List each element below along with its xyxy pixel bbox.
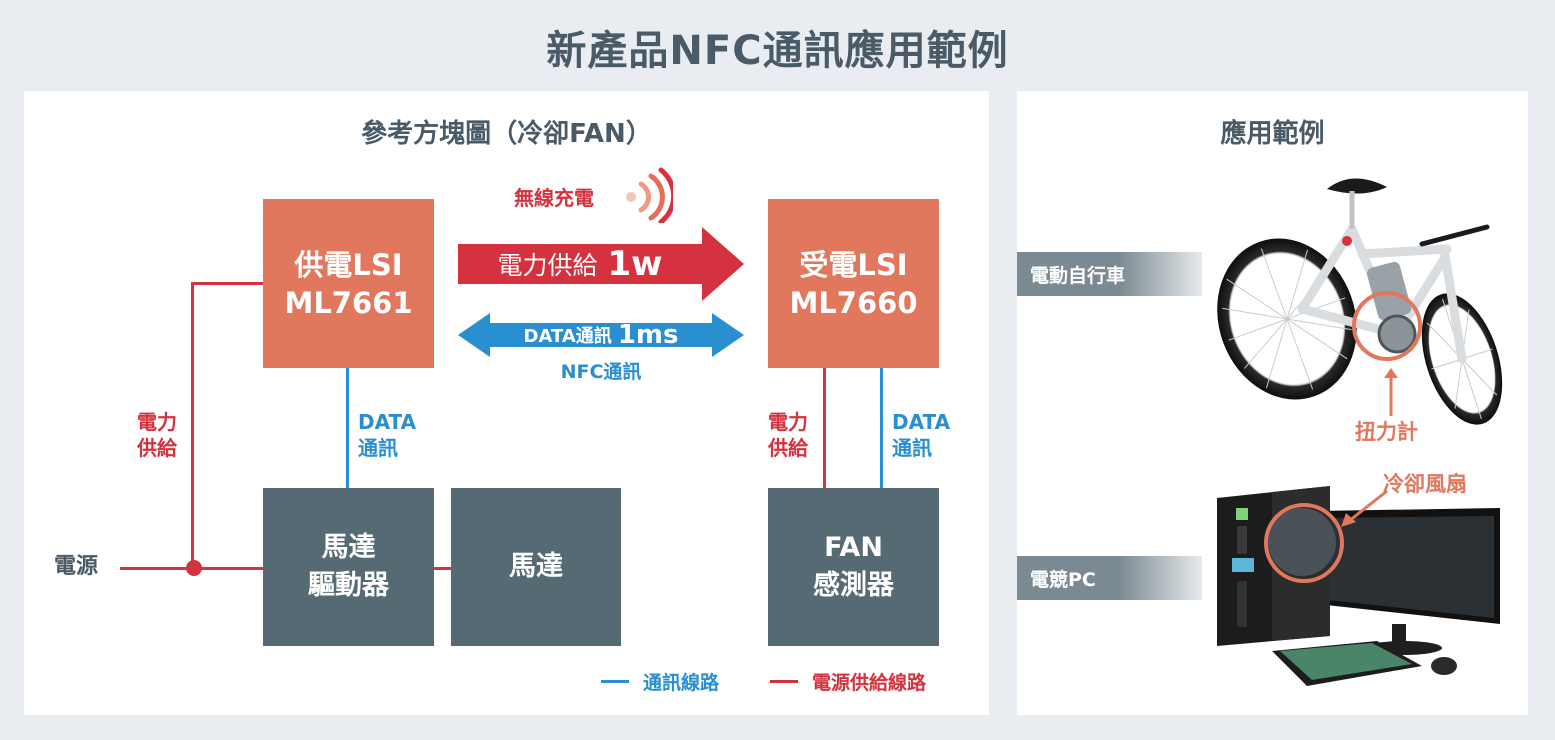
power-label-left-line2: 供給 (137, 436, 177, 460)
fan-sensor-line1: FAN (824, 532, 883, 563)
data-label-right-line1: DATA (892, 410, 951, 434)
motor-box: 馬達 (451, 488, 621, 646)
wireless-signal-icon (626, 167, 673, 223)
data-label-left-line2: 通訊 (358, 436, 398, 460)
power-label-right-line2: 供給 (768, 436, 808, 460)
legend-comm-label: 通訊線路 (643, 672, 720, 694)
motor-driver-line2: 驅動器 (308, 570, 389, 601)
power-arrow-label: 電力供給 1w (458, 244, 702, 284)
fan-sensor-box: FAN 感測器 (768, 488, 939, 646)
block-diagram-panel: 參考方塊圖（冷卻FAN） 供電LSI ML7661 受電LSI ML7660 馬… (24, 91, 989, 715)
page-title: 新產品NFC通訊應用範例 (546, 28, 1009, 74)
application-title: 應用範例 (1220, 119, 1325, 149)
data-arrow-label: DATA通訊 1ms (490, 319, 712, 351)
bicycle-image (1217, 178, 1503, 425)
cooling-fan-label: 冷卻風扇 (1383, 472, 1467, 496)
power-wire-right (823, 368, 826, 488)
power-wire-to-tx (191, 282, 263, 285)
torque-arrow-icon (1384, 368, 1398, 416)
cooling-fan-arrow-icon (1341, 489, 1388, 527)
legend-power: 電源供給線路 (770, 668, 926, 695)
fan-sensor-line2: 感測器 (813, 570, 894, 601)
power-label-right: 電力 供給 (763, 409, 813, 461)
nfc-comm-label: NFC通訊 (560, 361, 642, 383)
motor-driver-line1: 馬達 (321, 532, 376, 563)
power-arrow-value: 1w (607, 244, 663, 284)
power-wire-vertical (191, 282, 194, 570)
gaming-pc-tag: 電競PC (1017, 556, 1202, 600)
power-label-left-line1: 電力 (137, 410, 177, 434)
data-arrow-value: 1ms (617, 320, 679, 350)
legend-power-label: 電源供給線路 (812, 672, 927, 694)
power-source-label: 電源 (54, 554, 99, 579)
power-junction-dot (186, 560, 202, 576)
power-arrow-text: 電力供給 (497, 251, 598, 280)
data-label-left-line1: DATA (358, 410, 417, 434)
data-arrow-text: DATA通訊 (523, 326, 612, 347)
rx-lsi-name: 受電LSI (799, 247, 908, 282)
application-panel: 應用範例 (1017, 91, 1528, 715)
tx-lsi-box: 供電LSI ML7661 (263, 199, 434, 368)
tx-lsi-name: 供電LSI (294, 247, 403, 282)
data-wire-left (346, 368, 349, 488)
legend-comm: 通訊線路 (601, 668, 719, 695)
ebike-tag: 電動自行車 (1017, 252, 1202, 296)
driver-motor-wire (434, 567, 451, 570)
data-comm-arrow (458, 313, 744, 357)
data-wire-right (880, 368, 883, 488)
data-label-left: DATA 通訊 (358, 409, 416, 461)
power-label-left: 電力 供給 (132, 409, 182, 461)
rx-lsi-model: ML7660 (789, 285, 918, 320)
power-label-right-line1: 電力 (768, 410, 808, 434)
block-diagram-title: 參考方塊圖（冷卻FAN） (361, 119, 652, 149)
gaming-pc-image (1217, 486, 1500, 686)
legend-comm-swatch (601, 680, 629, 683)
wireless-charging-label: 無線充電 (514, 186, 594, 210)
data-label-right-line2: 通訊 (892, 436, 932, 460)
power-supply-arrow (458, 227, 744, 301)
rx-lsi-box: 受電LSI ML7660 (768, 199, 939, 368)
motor-driver-box: 馬達 驅動器 (263, 488, 434, 646)
data-label-right: DATA 通訊 (892, 409, 950, 461)
tx-lsi-model: ML7661 (284, 285, 413, 320)
legend-power-swatch (770, 680, 798, 683)
torque-sensor-label: 扭力計 (1355, 420, 1418, 444)
